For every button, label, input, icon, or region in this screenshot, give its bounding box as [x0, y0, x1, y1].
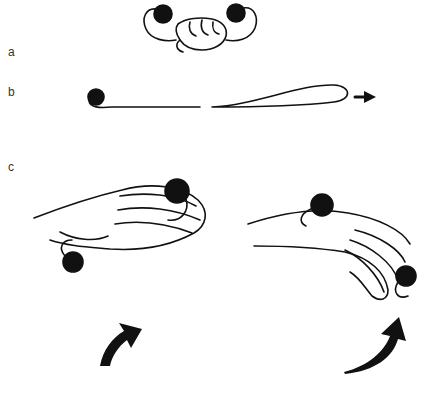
hand-fist: [176, 18, 226, 50]
rotation-arrow: [344, 317, 406, 374]
motion-curl: [226, 8, 256, 41]
finger-lines: [345, 230, 405, 292]
panel-letter: b: [8, 85, 15, 99]
ball: [396, 266, 416, 286]
motion-trail-loop: [212, 85, 348, 107]
palm-line: [60, 232, 108, 239]
hand-outline: [248, 211, 410, 244]
panel-c-right: [248, 194, 416, 299]
ball: [311, 194, 333, 216]
hand-outline: [254, 246, 388, 299]
ball: [227, 4, 245, 22]
finger-lines: [115, 194, 200, 233]
direction-arrow-shaft: [355, 96, 365, 99]
ball: [63, 252, 83, 272]
panel-letter: c: [8, 160, 14, 174]
panel-a: [144, 4, 256, 52]
ball: [154, 5, 172, 23]
motion-curl: [144, 9, 176, 41]
ball: [88, 89, 104, 105]
rotation-arrow: [100, 323, 142, 366]
motion-curl: [301, 209, 311, 226]
thumb-line: [177, 40, 183, 52]
panel-letter: a: [8, 45, 15, 59]
finger-lines: [189, 20, 219, 36]
motion-curl: [61, 240, 72, 256]
panel-b: [88, 85, 376, 107]
motion-curl: [396, 282, 408, 297]
direction-arrow-head: [364, 91, 376, 103]
panel-c-left: [34, 179, 205, 272]
motion-trail: [89, 100, 200, 107]
motion-curl: [168, 199, 187, 220]
